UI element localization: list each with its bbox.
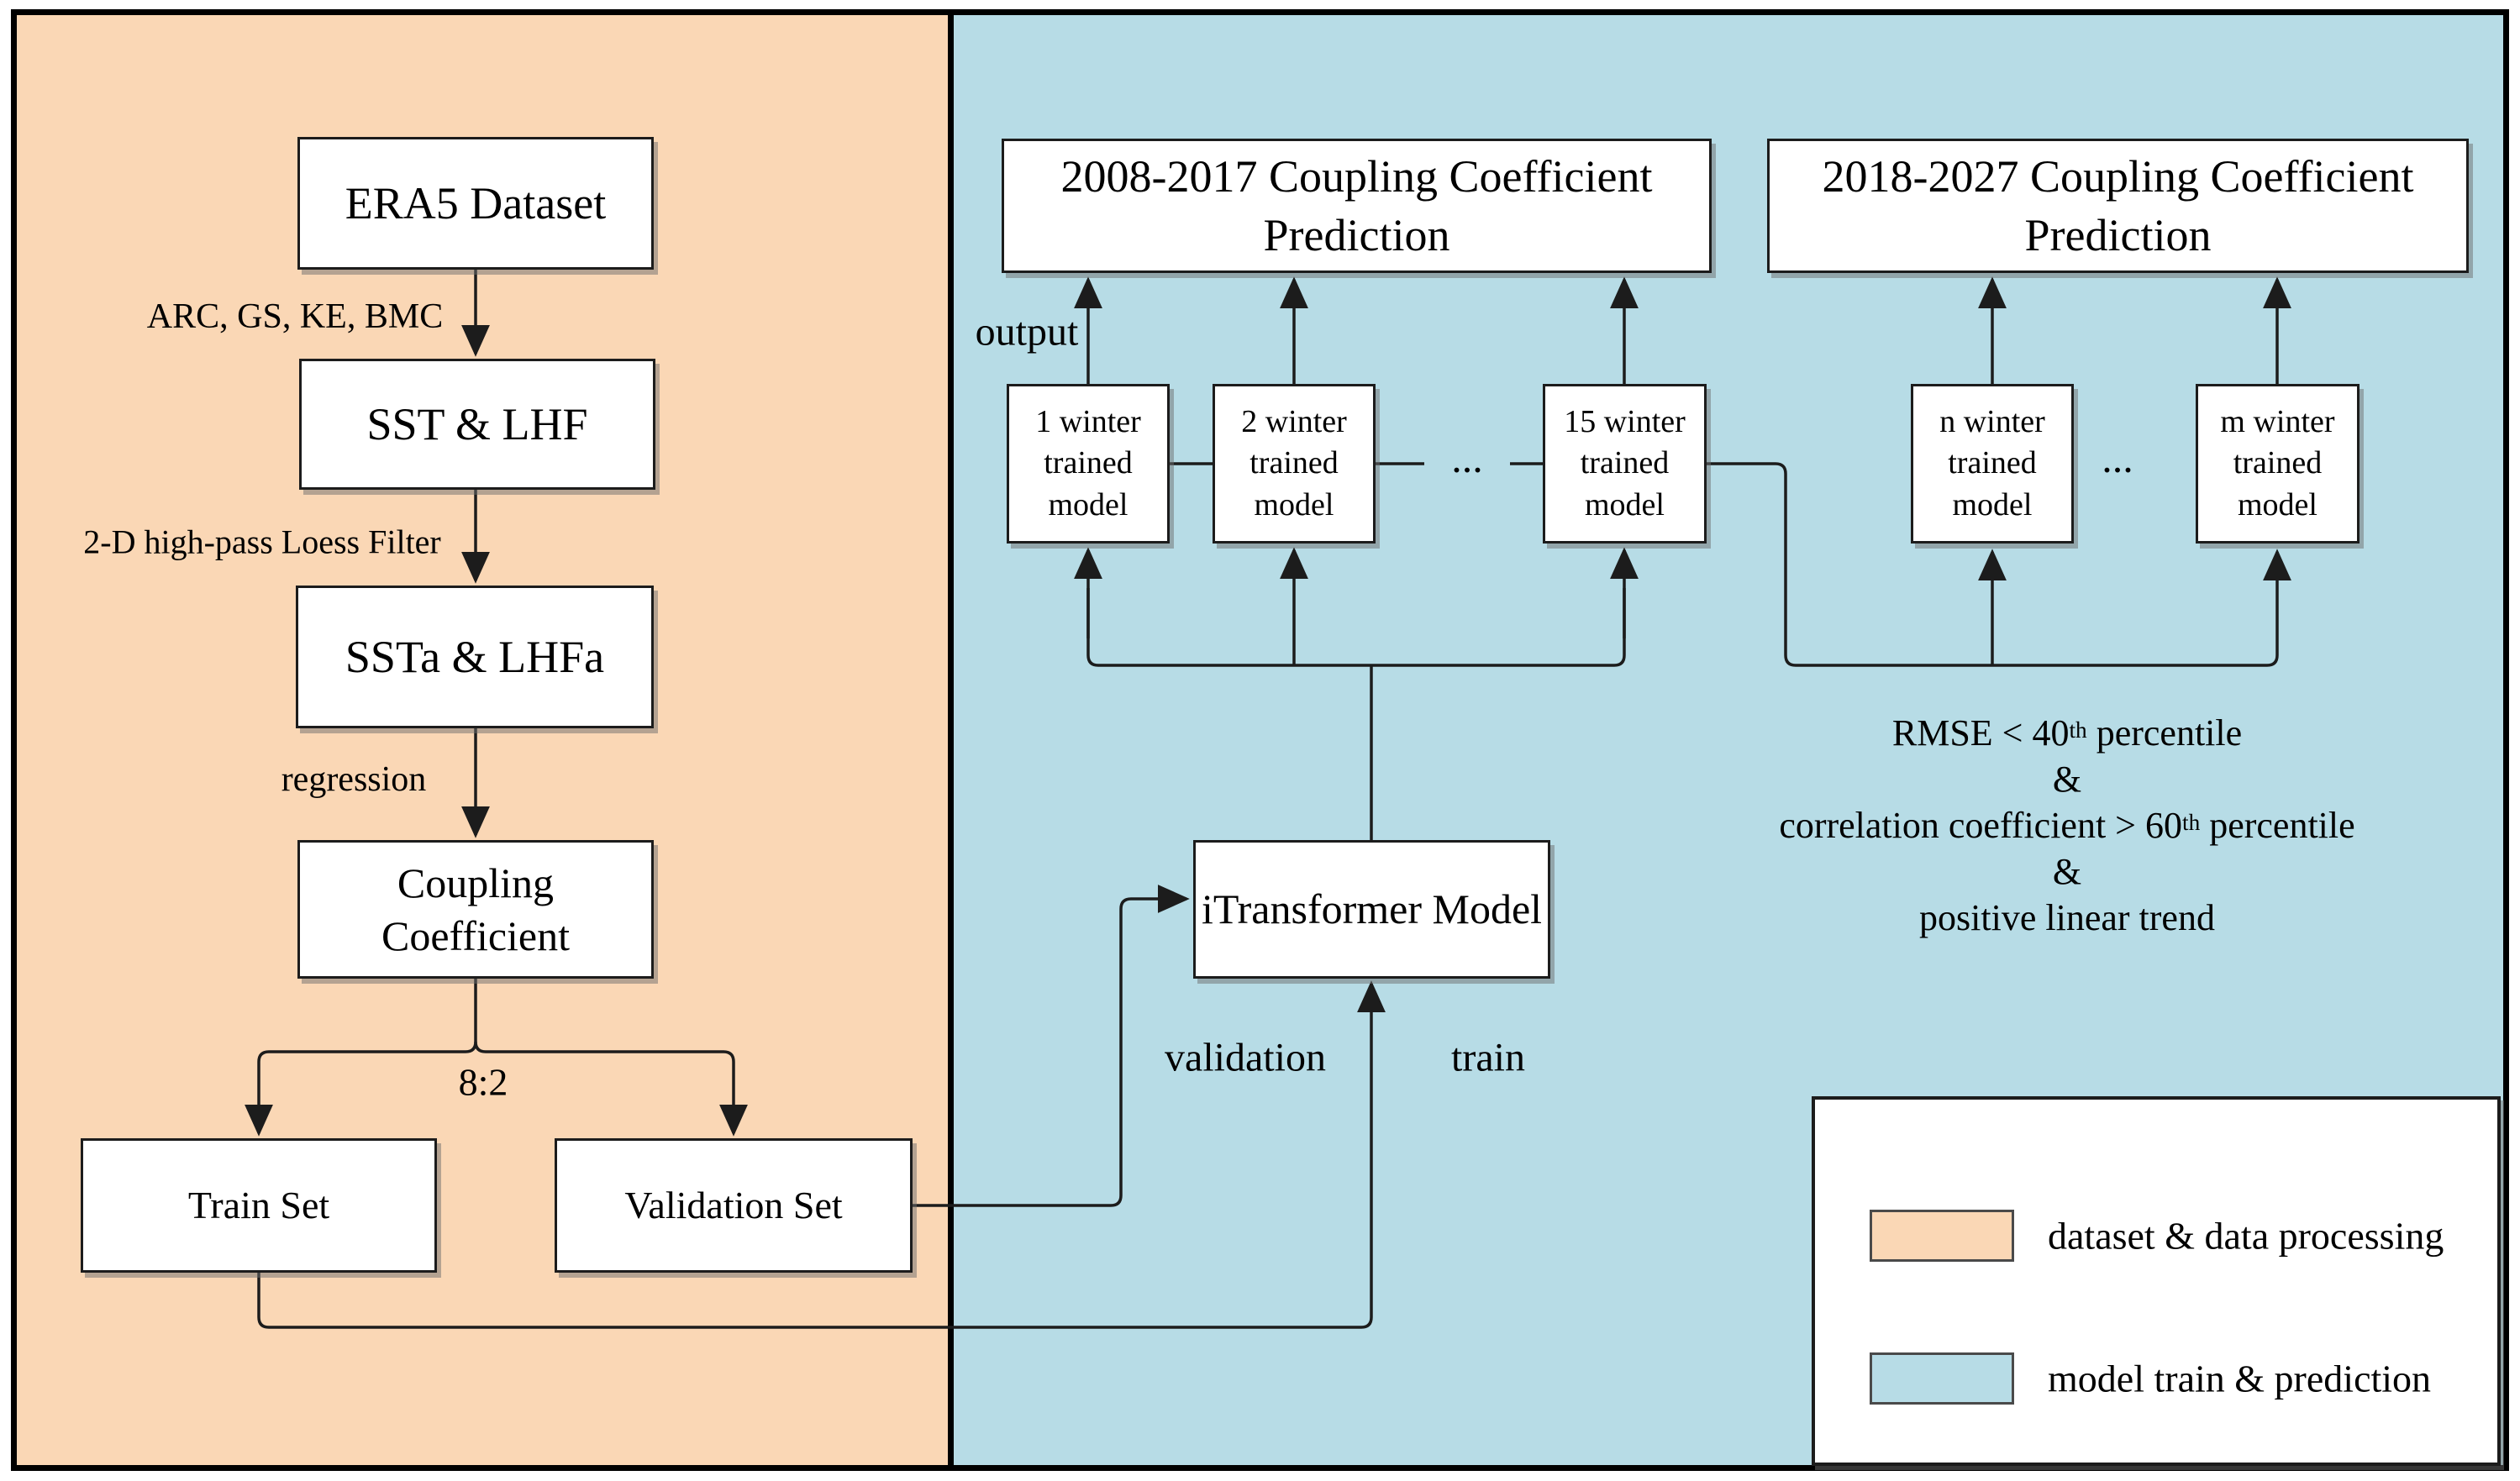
selection-criteria: RMSE < 40th percentile & correlation coe…: [1714, 710, 2420, 941]
winter-1-model-box: 1 winter trained model: [1007, 384, 1170, 544]
legend-swatch-model: [1870, 1352, 2014, 1405]
validation-label: validation: [1165, 1035, 1326, 1080]
criteria-amp-1: &: [2052, 759, 2082, 800]
winter-m-model-box: m winter trained model: [2196, 384, 2360, 544]
coupling-coefficient-box: Coupling Coefficient: [297, 840, 654, 979]
criteria-correlation-line: correlation coefficient > 60th percentil…: [1779, 805, 2355, 846]
prediction-2018-2027-box: 2018-2027 Coupling Coefficient Predictio…: [1767, 139, 2469, 273]
criteria-rmse-line: RMSE < 40th percentile: [1891, 712, 2243, 754]
regression-label: regression: [281, 760, 427, 799]
criteria-trend-line: positive linear trend: [1919, 897, 2215, 938]
sst-lhf-box: SST & LHF: [299, 359, 655, 490]
train-label: train: [1451, 1035, 1525, 1080]
ellipsis-right: ...: [2102, 434, 2133, 481]
loess-filter-label: 2-D high-pass Loess Filter: [83, 523, 441, 561]
split-ratio-label: 8:2: [458, 1060, 508, 1104]
train-set-box: Train Set: [81, 1138, 437, 1273]
validation-set-box: Validation Set: [555, 1138, 913, 1273]
legend-swatch-dataset: [1870, 1210, 2014, 1262]
ssta-lhfa-box: SSTa & LHFa: [296, 586, 654, 728]
output-label: output: [975, 309, 1079, 354]
legend-label-model: model train & prediction: [2048, 1357, 2432, 1400]
winter-n-model-box: n winter trained model: [1911, 384, 2074, 544]
prediction-2008-2017-box: 2008-2017 Coupling Coefficient Predictio…: [1002, 139, 1712, 273]
legend-label-dataset: dataset & data processing: [2048, 1214, 2444, 1258]
legend-box: [1812, 1096, 2501, 1466]
itransformer-model-box: iTransformer Model: [1193, 840, 1550, 979]
ellipsis-left: ...: [1451, 434, 1483, 481]
criteria-amp-2: &: [2052, 851, 2082, 892]
winter-2-model-box: 2 winter trained model: [1213, 384, 1376, 544]
era5-arrow-label: ARC, GS, KE, BMC: [146, 297, 444, 336]
winter-15-model-box: 15 winter trained model: [1543, 384, 1707, 544]
era5-dataset-box: ERA5 Dataset: [297, 137, 654, 270]
